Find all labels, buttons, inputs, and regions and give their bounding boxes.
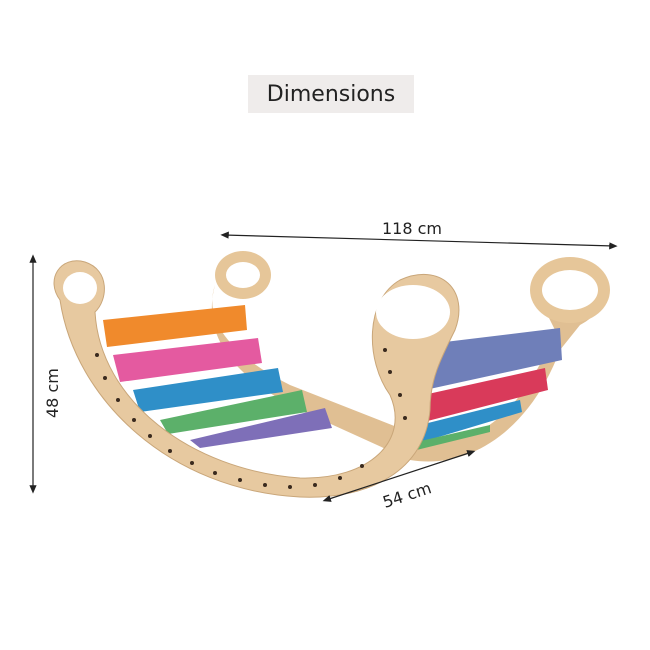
slat <box>410 368 548 425</box>
slat <box>160 390 307 434</box>
left-slats <box>103 305 332 448</box>
slat <box>420 328 562 390</box>
height-dimension-label: 48 cm <box>43 368 62 418</box>
slat <box>133 368 283 412</box>
slat <box>103 305 247 347</box>
slat <box>190 408 332 448</box>
width-dimension-label: 54 cm <box>380 478 433 511</box>
slat <box>113 338 262 382</box>
slat <box>400 400 522 448</box>
dimensions-label: Dimensions <box>248 75 414 113</box>
width-dimension-line <box>322 450 476 502</box>
length-dimension-line <box>220 231 618 250</box>
rocker-front-side <box>53 260 460 498</box>
length-dimension-label: 118 cm <box>382 219 442 238</box>
